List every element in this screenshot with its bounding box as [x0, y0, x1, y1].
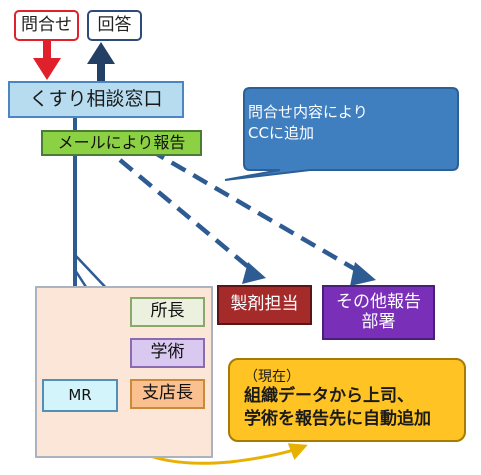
inquiry-label: 問合せ — [14, 10, 79, 41]
academic-box: 学術 — [130, 338, 205, 368]
callout-text: 問合せ内容により CCに追加 — [248, 103, 368, 142]
answer-arrow — [87, 42, 115, 82]
mr-box: MR — [42, 379, 118, 412]
cc-arrowhead-other — [350, 262, 376, 286]
inquiry-arrow — [33, 41, 61, 80]
cc-arrowhead-mfg — [242, 262, 266, 284]
callout-bubble — [224, 87, 459, 181]
mail-report-label: メールにより報告 — [41, 130, 202, 156]
branch-manager-box: 支店長 — [130, 379, 205, 409]
director-box: 所長 — [130, 297, 205, 327]
note-body: 組織データから上司、 学術を報告先に自動追加 — [244, 386, 431, 430]
current-note: （現在） 組織データから上司、 学術を報告先に自動追加 — [228, 358, 466, 442]
other-dept-box: その他報告 部署 — [322, 285, 435, 340]
note-heading: （現在） — [244, 369, 300, 386]
answer-label: 回答 — [87, 10, 142, 41]
consultation-desk: くすり相談窓口 — [8, 81, 184, 118]
manufacturing-dept-box: 製剤担当 — [217, 285, 312, 325]
cc-dashed-arrows — [118, 148, 362, 274]
